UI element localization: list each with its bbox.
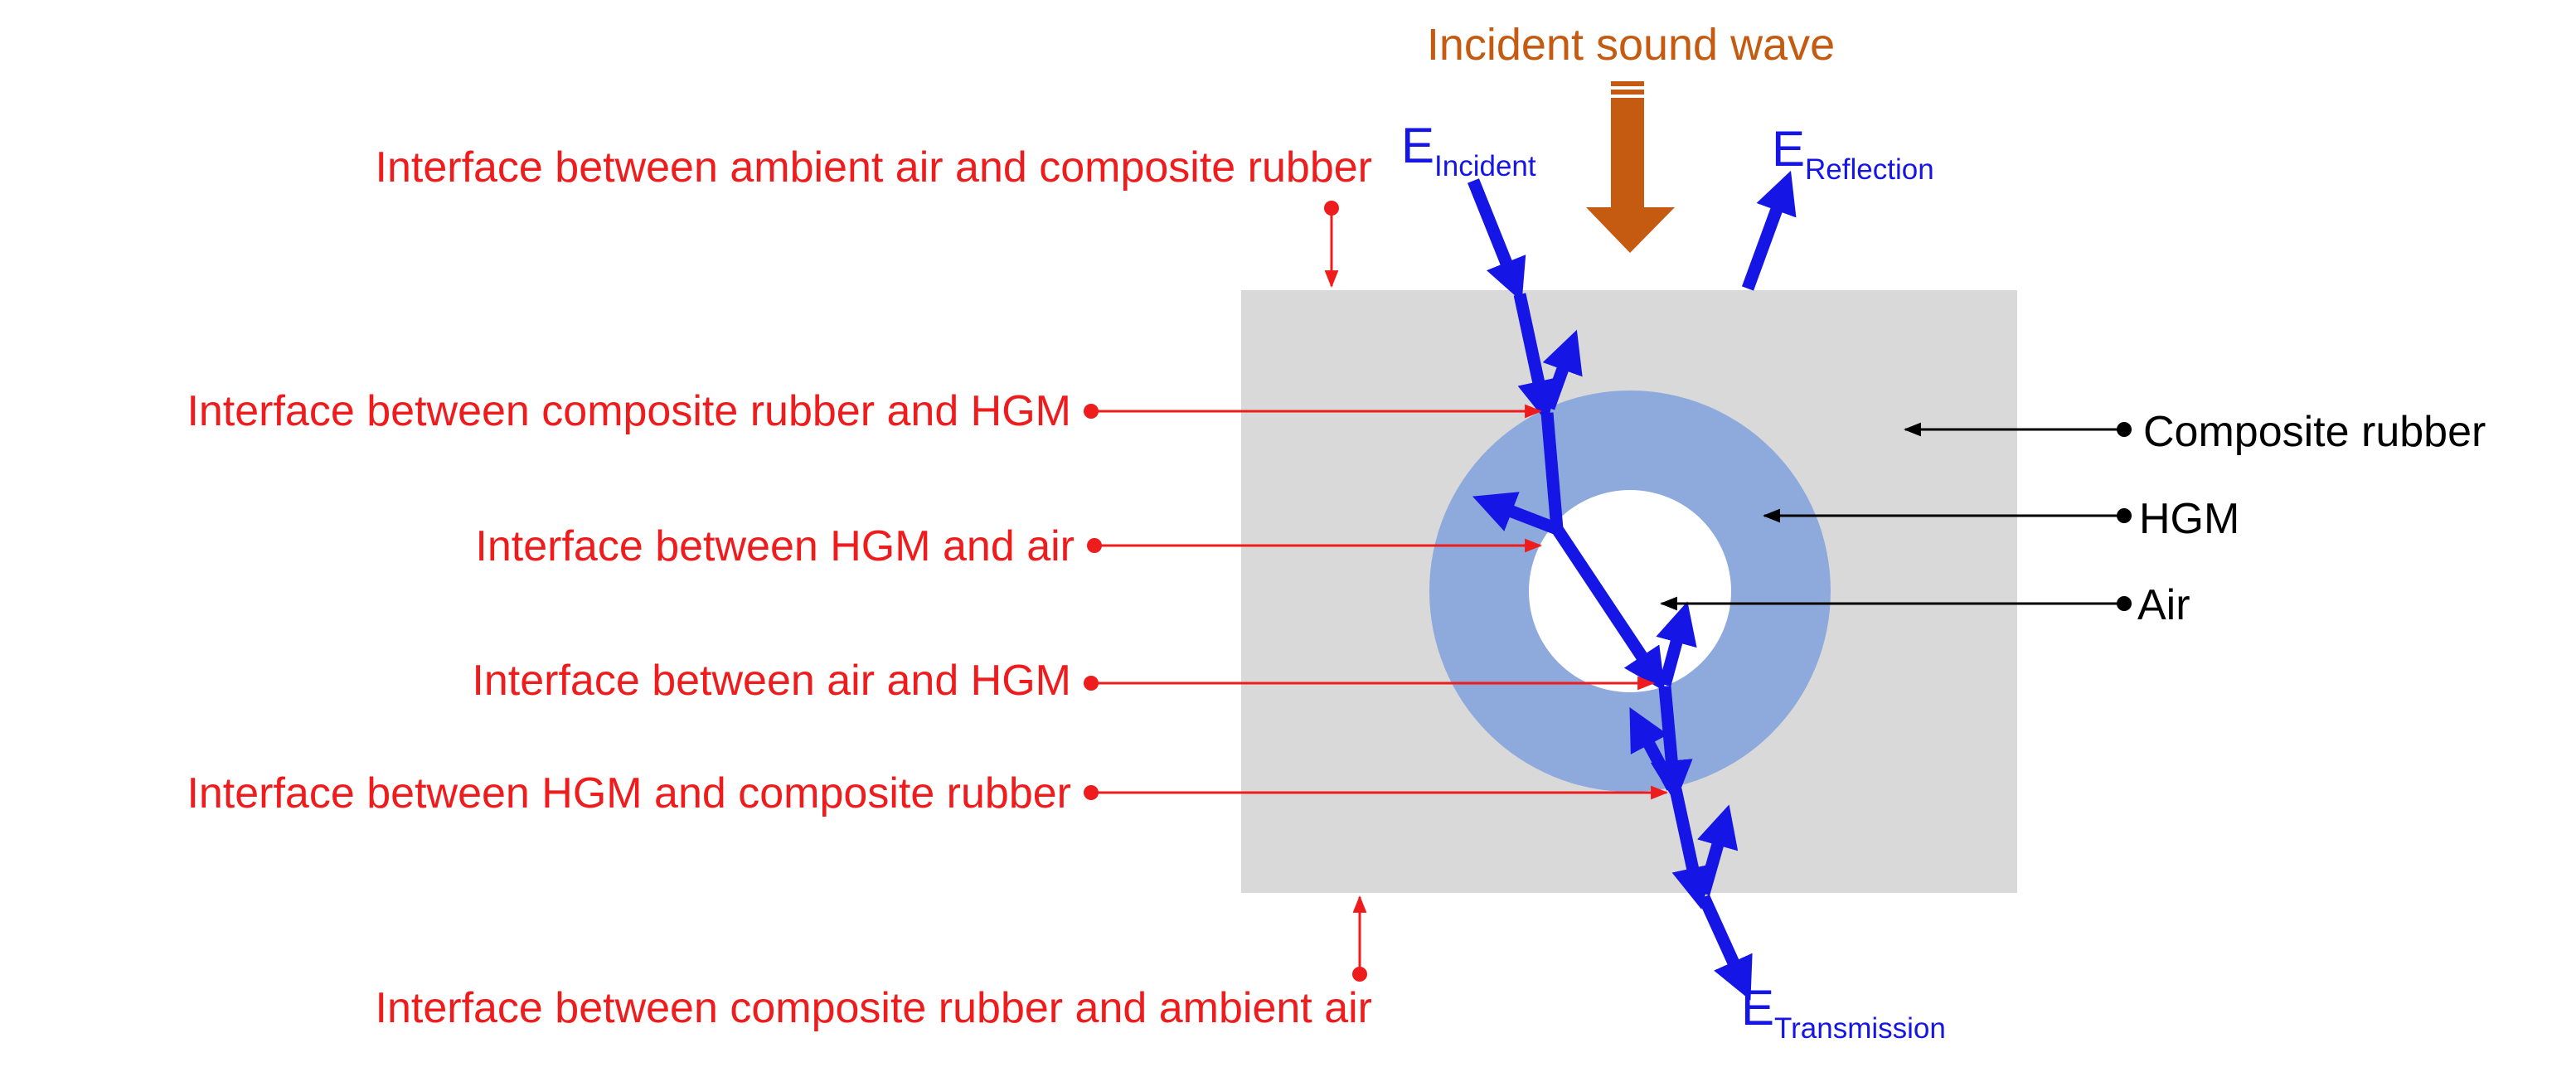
reflect-rubber-hgm — [1542, 329, 1583, 410]
interface-label-rubber-hgm: Interface between composite rubber and H… — [187, 387, 1071, 435]
interface-label-ambient-air-rubber: Interface between ambient air and compos… — [376, 143, 1372, 192]
incident-sound-arrow — [1586, 81, 1675, 253]
transmission-ray — [1698, 894, 1753, 1001]
e-transmission-label: ETransmission — [1741, 980, 1946, 1045]
ray-air — [1551, 525, 1666, 691]
incident-sound-wave-title: Incident sound wave — [1427, 20, 1835, 70]
interface-label-hgm-rubber: Interface between HGM and composite rubb… — [187, 769, 1071, 817]
interface-labels: Interface between ambient air and compos… — [187, 143, 1669, 1032]
ray-rubber-upper — [1513, 293, 1560, 423]
reflect-air-hgm — [1656, 601, 1697, 686]
reflect-rubber-air — [1697, 804, 1739, 896]
ray-rubber-lower — [1669, 788, 1714, 910]
reflect-hgm-rubber — [1629, 706, 1678, 791]
incident-ray — [1467, 178, 1526, 302]
energy-path — [1467, 170, 1797, 1001]
interface-label-air-hgm: Interface between air and HGM — [472, 657, 1071, 705]
material-label-hgm: HGM — [2139, 495, 2239, 543]
interface-label-rubber-ambient-air: Interface between composite rubber and a… — [376, 984, 1372, 1032]
e-reflection-label: EReflection — [1772, 121, 1934, 186]
reflect-hgm-air — [1472, 492, 1560, 535]
interface-label-hgm-air: Interface between HGM and air — [475, 522, 1075, 570]
material-label-air: Air — [2137, 581, 2190, 629]
e-incident-label: EIncident — [1401, 118, 1536, 182]
reflection-ray — [1741, 170, 1797, 291]
ray-hgm-lower — [1650, 686, 1693, 803]
ray-hgm-upper — [1540, 412, 1564, 530]
material-labels: Composite rubber HGM Air — [1659, 408, 2486, 629]
material-label-composite-rubber: Composite rubber — [2143, 408, 2486, 456]
